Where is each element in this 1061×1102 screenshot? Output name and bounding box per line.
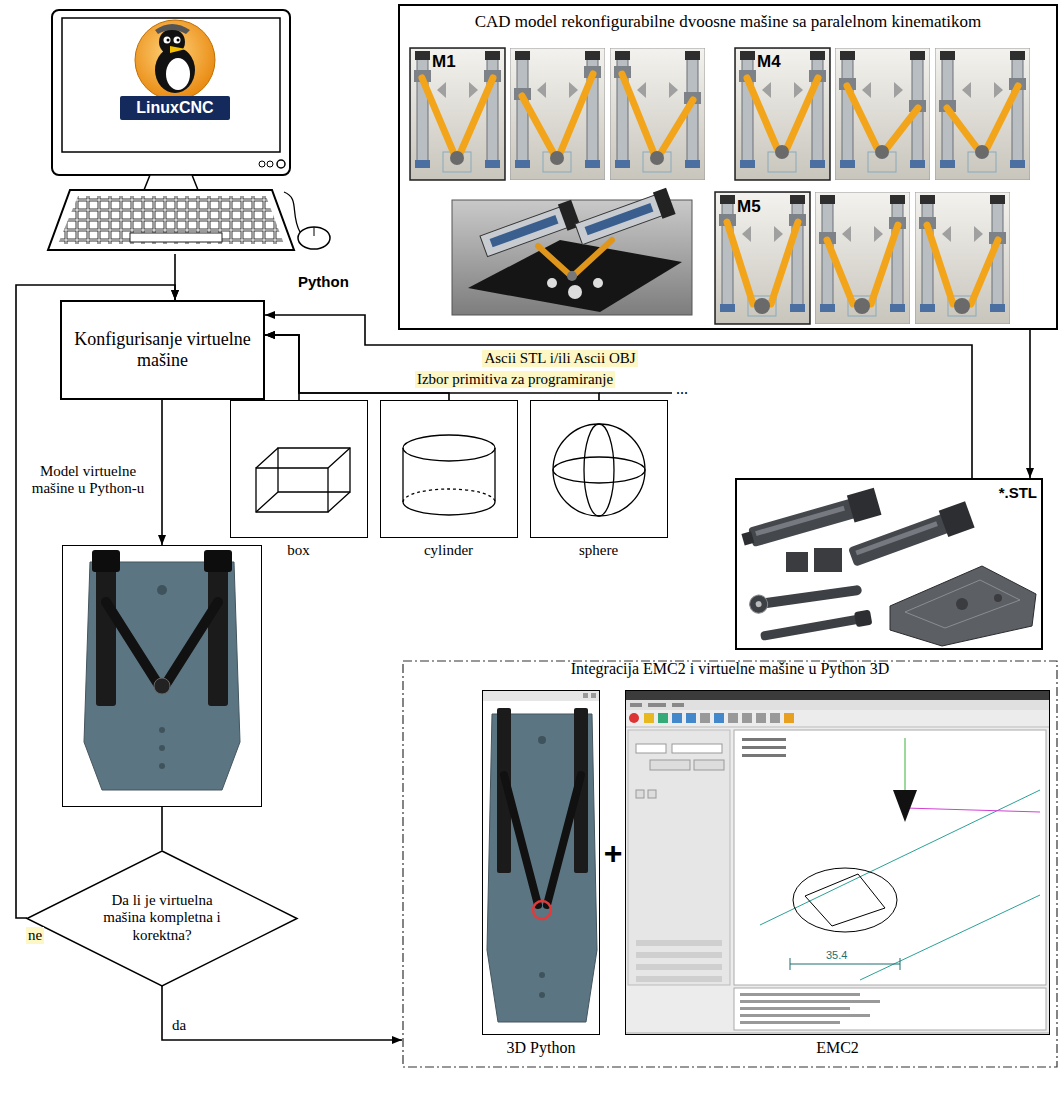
edge-label-holder: da xyxy=(170,1016,196,1034)
label-holder: M5 xyxy=(737,198,777,217)
computer-illustration xyxy=(130,233,222,242)
primitive-branch-line xyxy=(599,392,672,394)
diamond-outline xyxy=(27,851,297,986)
decision-diamond: Da li je virtuelna mašina kompletna i ko… xyxy=(27,851,297,986)
computer-illustration xyxy=(52,10,290,175)
node-label: CAD model rekonfigurabilne dvoosne mašin… xyxy=(400,12,1056,32)
computer-illustration xyxy=(159,29,185,55)
computer-illustration xyxy=(177,39,180,42)
node-label: Python xyxy=(298,273,388,290)
ellipsis-mark: ... xyxy=(676,380,688,398)
edge-label: Izbor primitiva za programiranje xyxy=(415,371,615,388)
edge-label-holder: ne xyxy=(26,926,50,944)
computer-illustration xyxy=(155,47,195,93)
edge-label: ne xyxy=(26,927,44,944)
plus-sign: + xyxy=(604,836,623,871)
machine-label: M1 xyxy=(432,53,456,72)
node-label: *.STL xyxy=(981,484,1037,501)
computer-illustration xyxy=(284,192,300,232)
node-label: sphere xyxy=(531,542,666,559)
edge-label: Ascii STL i/ili Ascii OBJ xyxy=(482,350,637,367)
integration-region: Integracija EMC2 i virtuelne mašine u Py… xyxy=(402,660,1058,1068)
primitive-box: sphere xyxy=(530,400,668,538)
python-model-view: Model virtuelne mašine u Python-u xyxy=(62,545,262,807)
computer-illustration xyxy=(155,24,190,34)
edge-label-holder: Izbor primitiva za programiranje xyxy=(385,370,645,388)
computer-illustration xyxy=(48,190,294,250)
computer-illustration xyxy=(135,20,215,100)
emc2-screenshot xyxy=(626,691,1049,1034)
python-3d-window: 3D Python xyxy=(482,690,600,1035)
node-label: box xyxy=(231,542,366,559)
computer-illustration xyxy=(62,18,280,152)
computer-illustration xyxy=(170,46,186,53)
computer-node: LinuxCNC xyxy=(40,6,340,254)
computer-illustration xyxy=(48,10,330,250)
node-label: Model virtuelne mašine u Python-u xyxy=(28,463,148,498)
computer-illustration xyxy=(166,58,190,90)
edge-label: da xyxy=(170,1017,188,1034)
connector-arrow xyxy=(1029,330,1031,478)
computer-illustration xyxy=(259,161,265,167)
machine-label: M4 xyxy=(757,53,781,72)
connector-arrow xyxy=(161,400,163,545)
computer-illustration xyxy=(314,227,315,236)
label-holder: ... xyxy=(676,380,706,398)
stl-files-box: *.STL xyxy=(735,478,1043,650)
computer-illustration xyxy=(144,175,198,190)
region-outline xyxy=(403,661,1057,1067)
node-label: 3D Python xyxy=(483,1039,599,1057)
connector-arrow xyxy=(265,335,299,400)
label-holder: M4 xyxy=(757,53,797,72)
label-holder: 35.4 xyxy=(826,945,866,963)
computer-illustration xyxy=(58,196,284,244)
node-label: cylinder xyxy=(381,542,516,559)
computer-illustration xyxy=(174,37,181,44)
computer-illustration xyxy=(298,227,330,249)
primitive-box: box xyxy=(230,400,368,538)
label-holder: M1 xyxy=(432,53,472,72)
edge-label-holder: Ascii STL i/ili Ascii OBJ xyxy=(430,349,690,367)
connector-arrow xyxy=(162,986,402,1041)
connector-arrow xyxy=(265,335,599,400)
computer-illustration xyxy=(267,161,273,167)
emc2-window: EMC2 xyxy=(625,690,1050,1035)
process-box: Konfigurisanje virtuelne mašine xyxy=(60,300,265,400)
dimension-value: 35.4 xyxy=(826,949,847,961)
computer-illustration xyxy=(164,37,171,44)
cad-model-panel: CAD model rekonfigurabilne dvoosne mašin… xyxy=(398,4,1058,330)
machine-label: M5 xyxy=(737,198,761,217)
connector-arrow xyxy=(265,335,449,400)
label-holder: + xyxy=(602,836,624,871)
primitive-branch-line xyxy=(599,393,672,394)
connector-arrow xyxy=(174,254,176,300)
computer-illustration xyxy=(167,39,170,42)
connector-arrow xyxy=(161,807,163,851)
node-label: Konfigurisanje virtuelne mašine xyxy=(73,329,253,370)
node-label: LinuxCNC xyxy=(120,96,230,120)
primitive-box: cylinder xyxy=(380,400,518,538)
node-label: Da li je virtuelna mašina kompletna i ko… xyxy=(97,892,227,944)
node-label: EMC2 xyxy=(626,1039,1049,1057)
node-label: Integracija EMC2 i virtuelne mašine u Py… xyxy=(402,660,1058,678)
computer-illustration xyxy=(277,160,285,168)
